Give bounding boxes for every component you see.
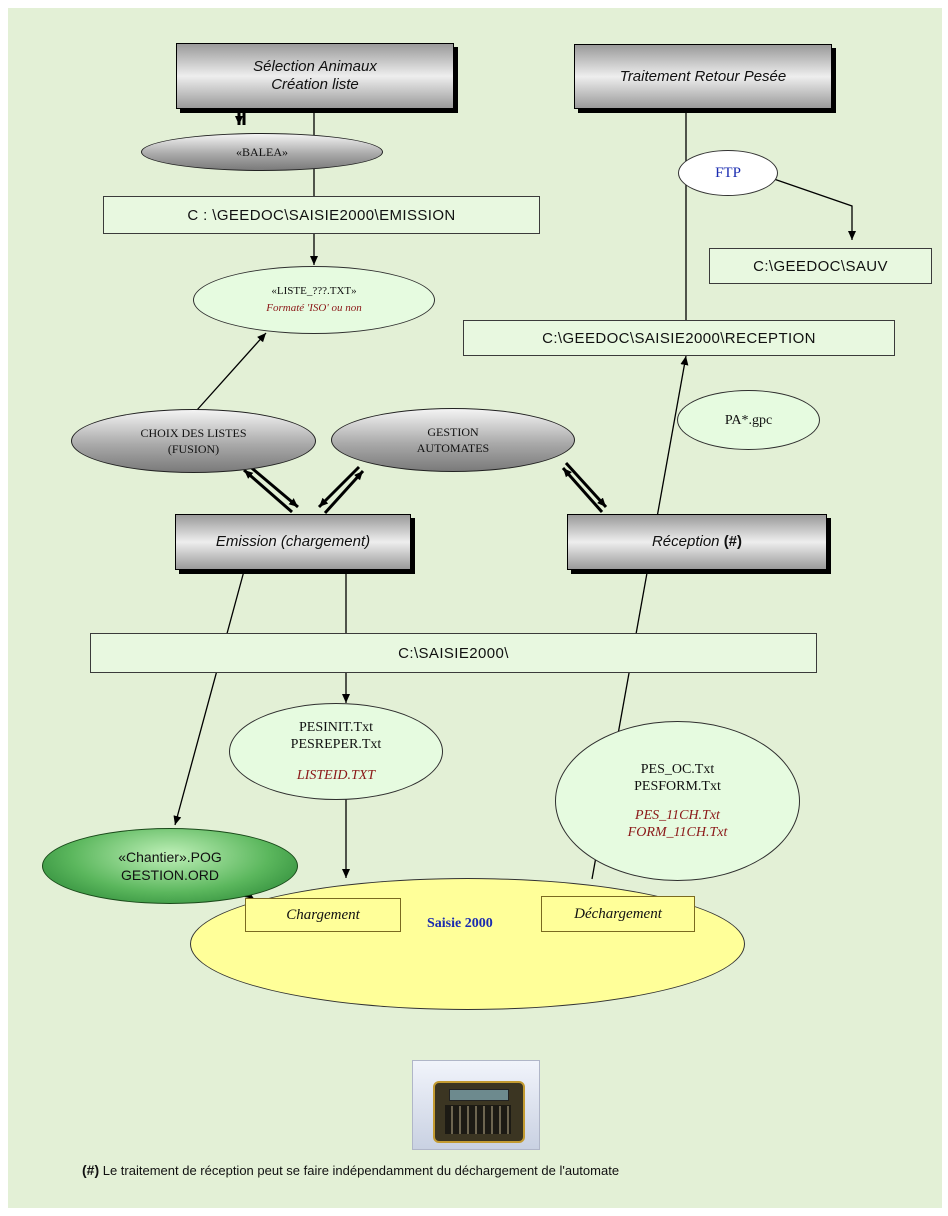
traitement-box: Traitement Retour Pesée: [574, 44, 832, 109]
footnote-mark: (#): [82, 1162, 100, 1178]
ftp-label: FTP: [715, 164, 741, 181]
emission-label: Emission (chargement): [215, 533, 371, 550]
ftp-ellipse: FTP: [678, 150, 778, 196]
dechargement-label: Déchargement: [574, 905, 662, 922]
pesoc-line4: FORM_11CH.Txt: [627, 825, 728, 840]
chantier-line1: «Chantier».POG: [118, 849, 222, 865]
saisie-path-label: C:\SAISIE2000\: [398, 644, 509, 662]
pesoc-ellipse: PES_OC.Txt PESFORM.Txt PES_11CH.Txt FORM…: [555, 721, 800, 881]
pesoc-line1: PES_OC.Txt: [640, 762, 715, 777]
reception-text: Réception: [651, 533, 724, 550]
traitement-label: Traitement Retour Pesée: [619, 67, 787, 85]
selection-line2: Création liste: [271, 76, 359, 93]
chantier-ellipse: «Chantier».POG GESTION.ORD: [42, 828, 298, 904]
liste-ellipse: «LISTE_???.TXT» Formaté 'ISO' ou non: [193, 266, 435, 334]
sauv-path-label: C:\GEEDOC\SAUV: [753, 257, 888, 275]
gestion-line2: AUTOMATES: [416, 441, 490, 455]
balea-label: «BALEA»: [236, 145, 288, 159]
reception-label: Réception (#): [652, 533, 742, 551]
balea-ellipse: «BALEA»: [141, 133, 383, 171]
selection-line1: Sélection Animaux: [253, 58, 377, 75]
emission-box: Emission (chargement): [175, 514, 411, 570]
pesinit-line2: PESREPER.Txt: [290, 737, 382, 752]
selection-box: Sélection Animaux Création liste: [176, 43, 454, 109]
footnote: (#) Le traitement de réception peut se f…: [82, 1162, 619, 1178]
liste-line2: Formaté 'ISO' ou non: [266, 302, 362, 314]
gestion-automates-ellipse: GESTION AUTOMATES: [331, 408, 575, 472]
reception-path-box: C:\GEEDOC\SAISIE2000\RECEPTION: [463, 320, 895, 356]
handheld-terminal-icon: [412, 1060, 540, 1150]
device-body: [433, 1081, 525, 1143]
dechargement-box: Déchargement: [541, 896, 695, 932]
pesinit-ellipse: PESINIT.Txt PESREPER.Txt LISTEID.TXT: [229, 703, 443, 800]
device-keypad: [445, 1105, 511, 1134]
reception-mark: (#): [723, 533, 743, 550]
pesinit-line1: PESINIT.Txt: [298, 720, 373, 735]
sauv-path-box: C:\GEEDOC\SAUV: [709, 248, 932, 284]
pa-label: PA*.gpc: [724, 412, 773, 428]
pesoc-line3: PES_11CH.Txt: [635, 808, 720, 823]
chantier-line2: GESTION.ORD: [120, 867, 219, 883]
choix-line1: CHOIX DES LISTES: [140, 426, 247, 440]
liste-line1: «LISTE_???.TXT»: [271, 285, 357, 297]
pesinit-line3: LISTEID.TXT: [296, 768, 376, 783]
reception-path-label: C:\GEEDOC\SAISIE2000\RECEPTION: [542, 329, 816, 347]
saisie2000-label: Saisie 2000: [427, 916, 493, 931]
choix-line2: (FUSION): [167, 442, 220, 456]
diagram-canvas: [8, 8, 942, 1208]
saisie-path-box: C:\SAISIE2000\: [90, 633, 817, 673]
emission-path-box: C : \GEEDOC\SAISIE2000\EMISSION: [103, 196, 540, 234]
choix-ellipse: CHOIX DES LISTES (FUSION): [71, 409, 316, 473]
footnote-text: Le traitement de réception peut se faire…: [99, 1163, 620, 1178]
pesoc-line2: PESFORM.Txt: [634, 779, 721, 794]
device-screen: [449, 1089, 509, 1101]
gestion-line1: GESTION: [427, 425, 479, 439]
emission-path-label: C : \GEEDOC\SAISIE2000\EMISSION: [187, 206, 456, 224]
reception-box: Réception (#): [567, 514, 827, 570]
chargement-box: Chargement: [245, 898, 401, 932]
pa-ellipse: PA*.gpc: [677, 390, 820, 450]
chargement-label: Chargement: [286, 906, 360, 923]
